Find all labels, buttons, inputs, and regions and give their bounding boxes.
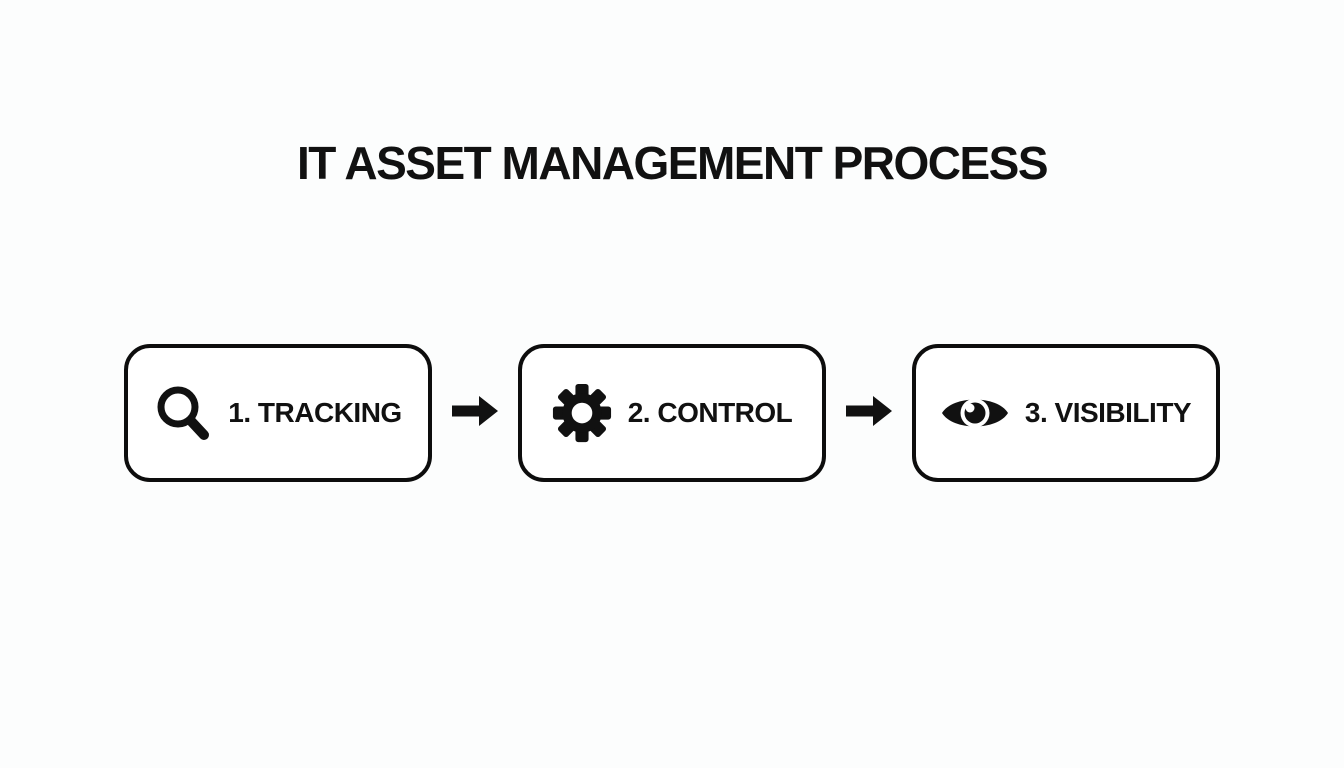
- arrow-right-icon: [451, 395, 499, 432]
- step-label-visibility: 3. VISIBILITY: [1024, 397, 1192, 428]
- step-label-tracking: 1. TRACKING: [228, 397, 402, 428]
- gear-icon: [552, 383, 612, 443]
- eye-icon: [941, 390, 1009, 436]
- process-flow: 1. TRACKING: [0, 344, 1344, 482]
- step-box-visibility: 3. VISIBILITY: [912, 344, 1220, 482]
- connector-2: [826, 395, 912, 432]
- connector-1: [432, 395, 518, 432]
- search-icon: [154, 383, 212, 443]
- page-title: IT ASSET MANAGEMENT PROCESS: [296, 137, 1049, 189]
- step-box-control: 2. CONTROL: [518, 344, 826, 482]
- step-label-control: 2. CONTROL: [627, 397, 793, 428]
- step-box-tracking: 1. TRACKING: [124, 344, 432, 482]
- arrow-right-icon: [845, 395, 893, 432]
